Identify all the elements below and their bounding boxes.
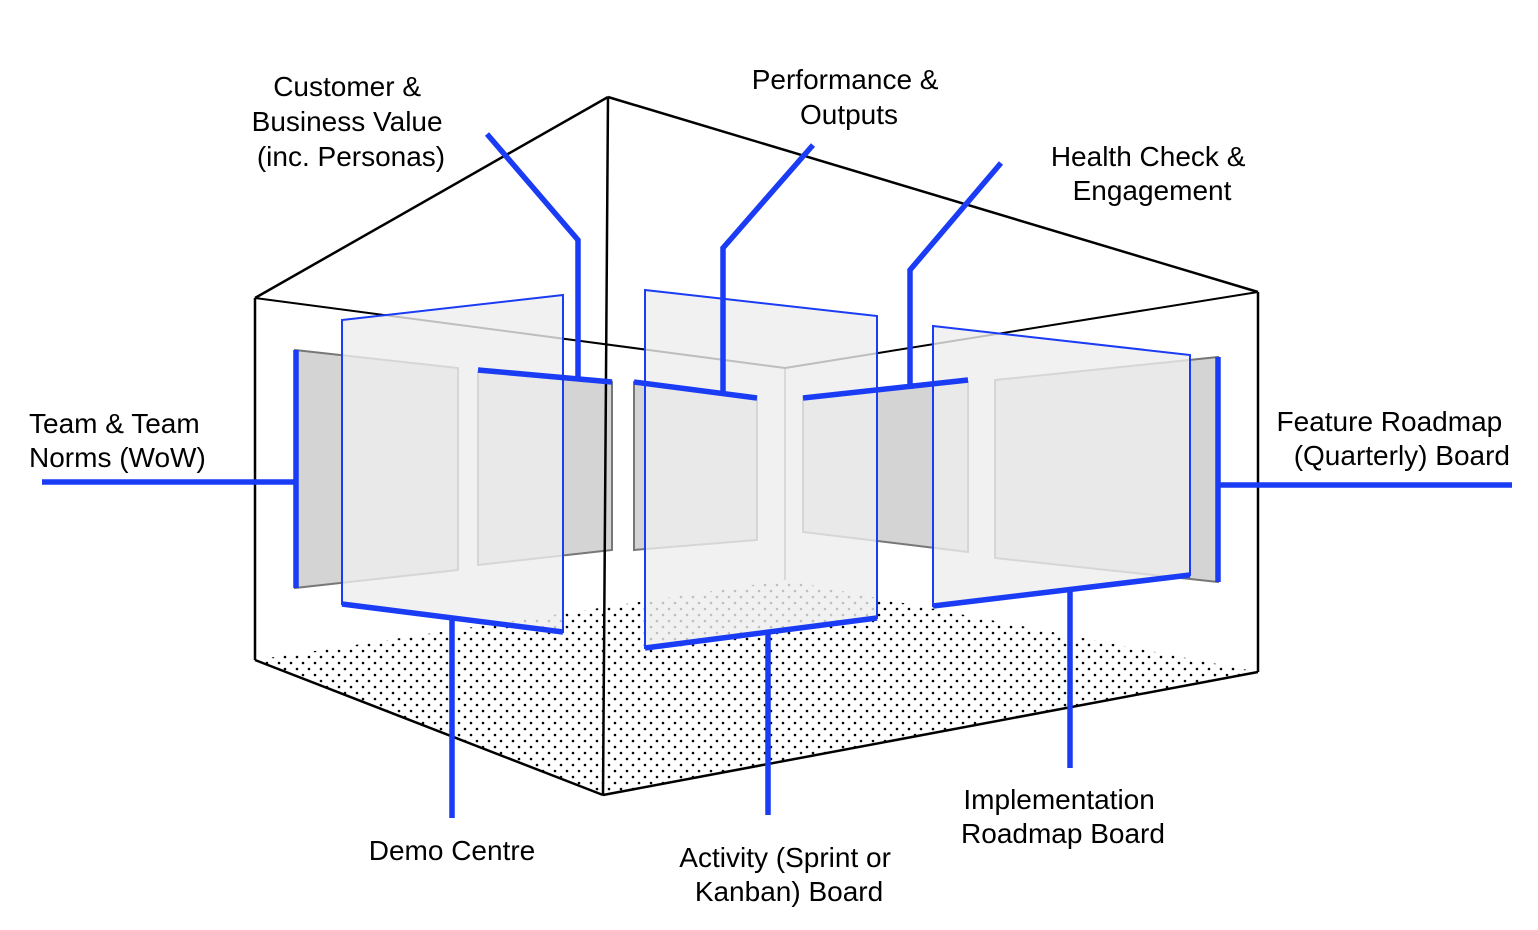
label-line: (inc. Personas): [257, 141, 445, 172]
implementation-panel: [932, 324, 1191, 608]
label-line: Demo Centre: [369, 835, 536, 866]
label-activity-board: Activity (Sprint or Kanban) Board: [679, 842, 898, 907]
customer-value-callout: [484, 132, 581, 378]
customer-value-edge: [477, 367, 613, 385]
label-line: Implementation: [963, 784, 1154, 815]
label-line: (Quarterly) Board: [1294, 440, 1510, 471]
room-outline: [253, 95, 1260, 797]
health-check-callout: [907, 161, 1004, 389]
label-line: Feature Roadmap: [1277, 406, 1503, 437]
performance-edge: [633, 379, 758, 401]
implementation-edge: [932, 572, 1191, 609]
label-feature-roadmap: Feature Roadmap (Quarterly) Board: [1277, 406, 1510, 471]
label-line: Kanban) Board: [695, 876, 883, 907]
label-line: Business Value: [252, 106, 443, 137]
label-line: Team & Team: [29, 408, 200, 439]
label-line: Health Check &: [1051, 141, 1246, 172]
activity-edge: [644, 615, 878, 651]
label-line: Customer &: [273, 71, 421, 102]
label-demo-centre: Demo Centre: [369, 835, 536, 866]
health-check-edge: [802, 377, 969, 401]
label-line: Performance &: [752, 64, 939, 95]
room-floor: [255, 580, 1258, 795]
label-performance: Performance & Outputs: [752, 64, 947, 130]
callouts: [42, 132, 1512, 818]
label-line: Engagement: [1073, 175, 1232, 206]
label-implementation-roadmap: Implementation Roadmap Board: [961, 784, 1165, 849]
label-team-norms: Team & Team Norms (WoW): [29, 408, 207, 473]
demo-centre-panel: [341, 293, 564, 634]
performance-callout: [720, 143, 816, 392]
activity-panel: [644, 288, 878, 650]
label-line: Roadmap Board: [961, 818, 1165, 849]
label-line: Activity (Sprint or: [679, 842, 891, 873]
label-customer-value: Customer & Business Value (inc. Personas…: [252, 71, 451, 172]
label-line: Norms (WoW): [29, 442, 206, 473]
label-line: Outputs: [800, 99, 898, 130]
label-health-check: Health Check & Engagement: [1051, 141, 1253, 206]
